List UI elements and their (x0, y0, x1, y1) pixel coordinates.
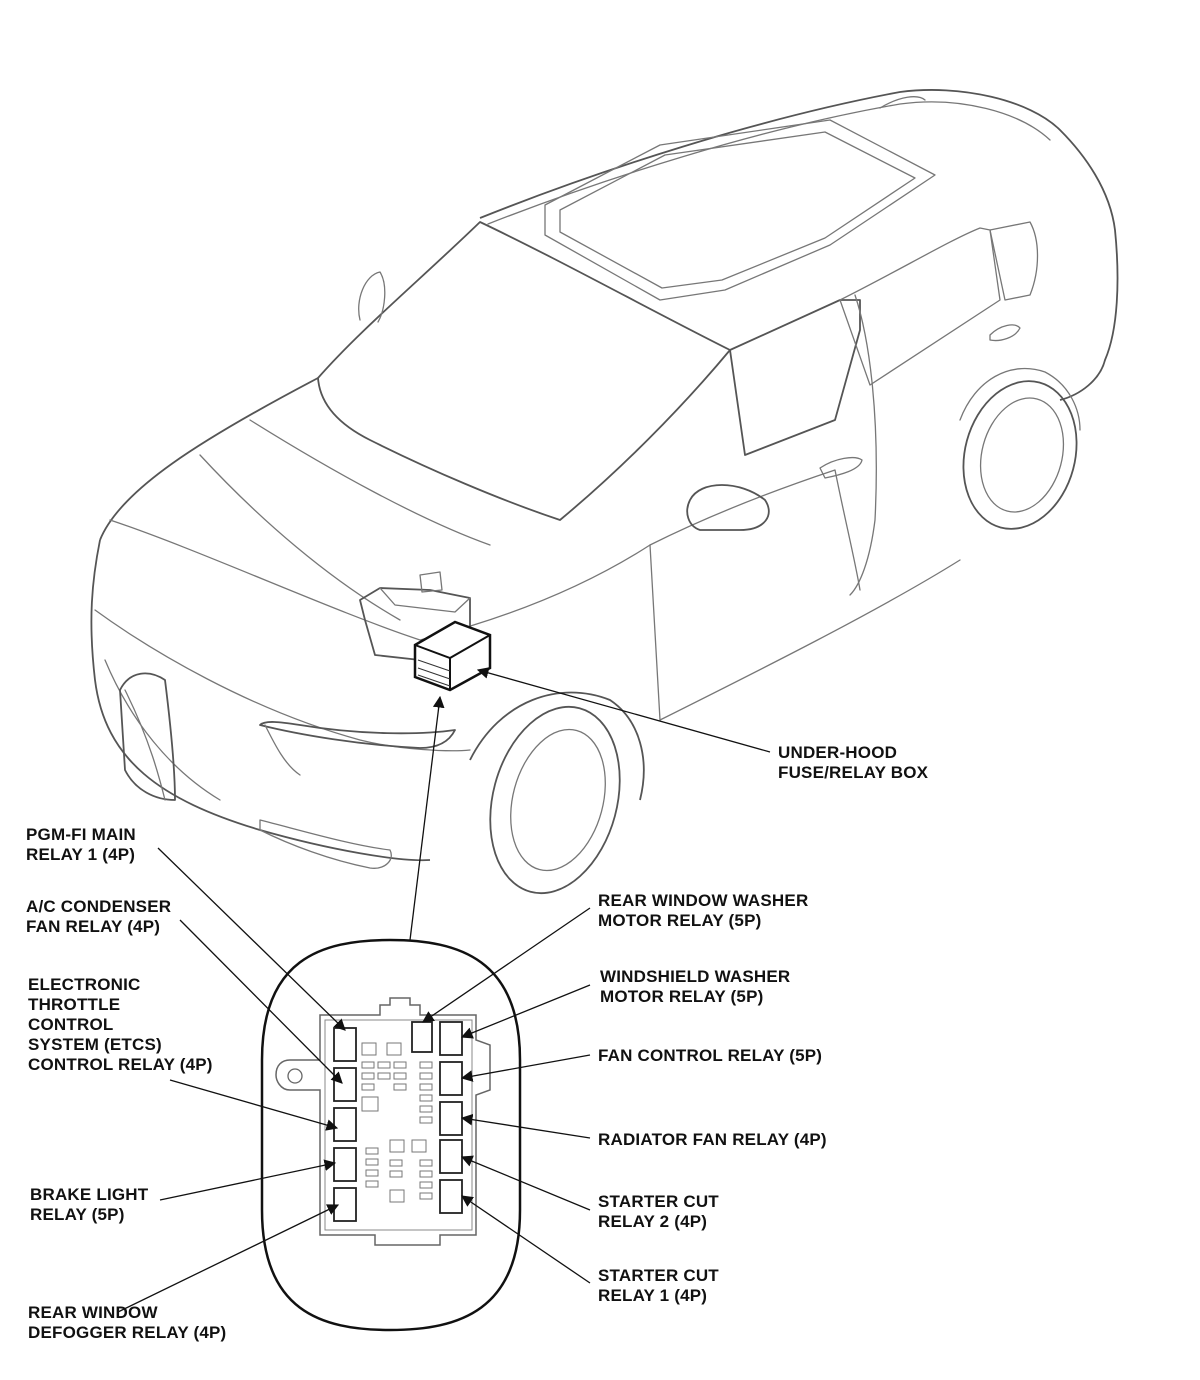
label-line: RELAY 1 (4P) (598, 1286, 707, 1305)
label-fan-control-relay: FAN CONTROL RELAY (5P) (598, 1046, 822, 1065)
label-line: DEFOGGER RELAY (4P) (28, 1323, 226, 1342)
relay-fan-control (439, 1061, 463, 1096)
label-line: STARTER CUT (598, 1192, 719, 1211)
label-line: THROTTLE (28, 995, 120, 1014)
label-line: RELAY 1 (4P) (26, 845, 135, 864)
label-starter-cut-relay-2: STARTER CUT RELAY 2 (4P) (598, 1192, 719, 1231)
label-rear-window-defogger-relay: REAR WINDOW DEFOGGER RELAY (4P) (28, 1303, 226, 1342)
label-pgm-fi-main-relay-1: PGM-FI MAIN RELAY 1 (4P) (26, 825, 136, 864)
relay-rear-window-washer-motor (411, 1021, 433, 1053)
label-ac-condenser-fan-relay: A/C CONDENSER FAN RELAY (4P) (26, 897, 171, 936)
label-line: MOTOR RELAY (5P) (600, 987, 763, 1006)
relay-brake-light (333, 1147, 357, 1182)
label-line: A/C CONDENSER (26, 897, 171, 916)
relay-pgm-fi-main-1 (333, 1027, 357, 1062)
label-line: REAR WINDOW WASHER (598, 891, 808, 910)
label-brake-light-relay: BRAKE LIGHT RELAY (5P) (30, 1185, 149, 1224)
label-starter-cut-relay-1: STARTER CUT RELAY 1 (4P) (598, 1266, 719, 1305)
label-line: BRAKE LIGHT (30, 1185, 149, 1204)
relay-ac-condenser-fan (333, 1067, 357, 1102)
label-under-hood-fuse-relay-box: UNDER-HOOD FUSE/RELAY BOX (778, 743, 929, 782)
relay-etcs-control (333, 1107, 357, 1142)
label-line: UNDER-HOOD (778, 743, 897, 762)
label-line: FAN RELAY (4P) (26, 917, 160, 936)
label-rear-window-washer-motor-relay: REAR WINDOW WASHER MOTOR RELAY (5P) (598, 891, 808, 930)
label-windshield-washer-motor-relay: WINDSHIELD WASHER MOTOR RELAY (5P) (600, 967, 790, 1006)
leader-lines (117, 667, 771, 1313)
relay-radiator-fan (439, 1101, 463, 1136)
label-line: WINDSHIELD WASHER (600, 967, 790, 986)
label-line: SYSTEM (ETCS) (28, 1035, 162, 1054)
relay-starter-cut-1 (439, 1179, 463, 1214)
label-line: PGM-FI MAIN (26, 825, 136, 844)
relay-starter-cut-2 (439, 1139, 463, 1174)
label-line: CONTROL (28, 1015, 113, 1034)
label-line: ELECTRONIC (28, 975, 141, 994)
label-line: MOTOR RELAY (5P) (598, 911, 761, 930)
under-hood-fuse-relay-box (413, 620, 492, 692)
label-line: FAN CONTROL RELAY (5P) (598, 1046, 822, 1065)
vehicle-illustration (90, 89, 1119, 895)
label-line: STARTER CUT (598, 1266, 719, 1285)
label-line: FUSE/RELAY BOX (778, 763, 929, 782)
label-line: REAR WINDOW (28, 1303, 158, 1322)
relay-box-detail (260, 938, 522, 1332)
label-etcs-control-relay: ELECTRONIC THROTTLE CONTROL SYSTEM (ETCS… (28, 975, 213, 1074)
label-line: RADIATOR FAN RELAY (4P) (598, 1130, 827, 1149)
label-line: CONTROL RELAY (4P) (28, 1055, 213, 1074)
label-line: RELAY 2 (4P) (598, 1212, 707, 1231)
label-line: RELAY (5P) (30, 1205, 125, 1224)
relay-rear-window-defogger (333, 1187, 357, 1222)
label-radiator-fan-relay: RADIATOR FAN RELAY (4P) (598, 1130, 827, 1149)
relay-windshield-washer-motor (439, 1021, 463, 1056)
